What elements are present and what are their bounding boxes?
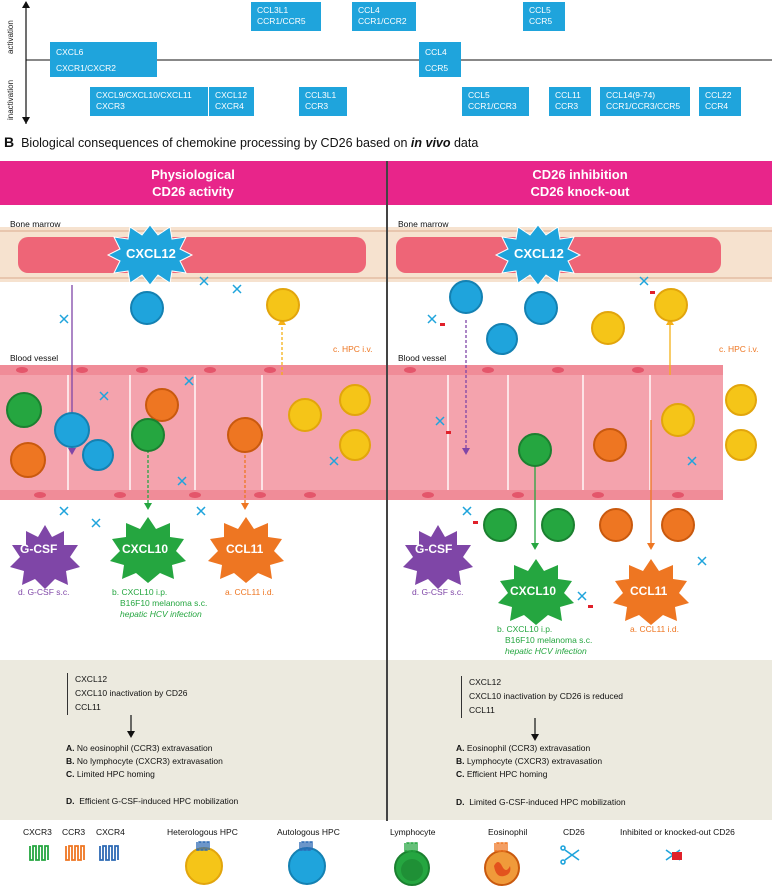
legend-eosinophil-label: Eosinophil	[488, 827, 528, 837]
box-ccl14: CCL14(9-74)CCR1/CCR3/CCR5	[600, 87, 690, 116]
right-summary-bracket	[461, 676, 462, 718]
right-summary-panel	[388, 660, 772, 820]
legend-inhibited-cd26-label: Inhibited or knocked-out CD26	[620, 827, 735, 837]
left-outcome-b: B. No lymphocyte (CXCR3) extravasation	[66, 756, 223, 766]
right-outcome-d: D. Limited G-CSF-induced HPC mobilizatio…	[456, 797, 626, 807]
right-bone-marrow-label: Bone marrow	[398, 219, 449, 229]
left-summary-panel	[0, 660, 386, 820]
right-outcome-b: B. Lymphocyte (CXCR3) extravasation	[456, 756, 603, 766]
right-ccl11-label: CCL11	[630, 584, 668, 598]
left-outcome-a: A. No eosinophil (CCR3) extravasation	[66, 743, 213, 753]
left-scene	[0, 224, 386, 589]
right-hpc-iv-label: c. HPC i.v.	[719, 344, 759, 354]
right-summary-item-3: CCL11	[469, 705, 495, 715]
left-gcsf-sc-label: d. G-CSF s.c.	[18, 587, 70, 597]
left-b-label-2: B16F10 melanoma s.c.	[120, 598, 208, 608]
right-blood-vessel-label: Blood vessel	[398, 353, 447, 363]
left-blood-vessel-label: Blood vessel	[10, 353, 59, 363]
right-b-label-1: b. CXCL10 i.p.	[497, 624, 553, 634]
right-b-label-2: B16F10 melanoma s.c.	[505, 635, 593, 645]
right-summary-item-2: CXCL10 inactivation by CD26 is reduced	[469, 691, 624, 701]
right-cxcl10-label: CXCL10	[510, 584, 557, 598]
inhibited-cd26-icon	[665, 849, 682, 861]
legend-icons	[29, 841, 682, 886]
left-b-label-3: hepatic HCV infection	[120, 609, 202, 619]
left-summary-item-3: CCL11	[75, 702, 101, 712]
legend-cxcr4-label: CXCR4	[96, 827, 125, 837]
left-b-label-1: b. CXCL10 i.p.	[112, 587, 168, 597]
cxcr4-icon	[99, 845, 119, 861]
left-bone-marrow-label: Bone marrow	[10, 219, 61, 229]
right-gcsf-sc-label: d. G-CSF s.c.	[412, 587, 464, 597]
left-summary-item-1: CXCL12	[75, 674, 108, 684]
autologous-hpc-icon	[288, 847, 326, 885]
left-summary-bracket	[67, 673, 68, 715]
left-hpc-iv-label: c. HPC i.v.	[333, 344, 373, 354]
axis-activation-label: activation	[6, 20, 15, 54]
legend-lymphocyte-label: Lymphocyte	[390, 827, 436, 837]
legend-cxcr3-label: CXCR3	[23, 827, 52, 837]
legend-ccr3-label: CCR3	[62, 827, 86, 837]
left-gcsf-label: G-CSF	[20, 542, 58, 556]
left-outcome-c: C. Limited HPC homing	[66, 769, 155, 779]
right-a-label: a. CCL11 i.d.	[630, 624, 679, 634]
right-scene	[388, 224, 772, 625]
legend-het-hpc-label: Heterologous HPC	[167, 827, 238, 837]
ccr3-icon	[65, 845, 85, 861]
panel-divider	[386, 161, 388, 821]
heterologous-hpc-icon	[185, 847, 223, 885]
left-summary-item-2: CXCL10 inactivation by CD26	[75, 688, 188, 698]
right-outcome-a: A. Eosinophil (CCR3) extravasation	[456, 743, 591, 753]
right-b-label-3: hepatic HCV infection	[505, 646, 587, 656]
left-ccl11-label: CCL11	[226, 542, 264, 556]
right-gcsf-label: G-CSF	[415, 542, 453, 556]
panel-b-title: B Biological consequences of chemokine p…	[4, 134, 479, 150]
left-cxcl10-label: CXCL10	[122, 542, 169, 556]
axis-inactivation-label: inactivation	[6, 79, 15, 120]
left-summary-arrow	[127, 715, 135, 738]
right-cxcl12-label: CXCL12	[514, 246, 564, 261]
left-outcome-d: D. Efficient G-CSF-induced HPC mobilizat…	[66, 796, 239, 806]
legend-cd26-label: CD26	[563, 827, 585, 837]
legend-auto-hpc-label: Autologous HPC	[277, 827, 340, 837]
right-summary-item-1: CXCL12	[469, 677, 502, 687]
cxcr3-icon	[29, 845, 49, 861]
left-a-label: a. CCL11 i.d.	[225, 587, 274, 597]
right-summary-arrow	[531, 718, 539, 741]
left-cxcl12-label: CXCL12	[126, 246, 176, 261]
right-outcome-c: C. Efficient HPC homing	[456, 769, 548, 779]
cd26-icon	[560, 845, 580, 865]
